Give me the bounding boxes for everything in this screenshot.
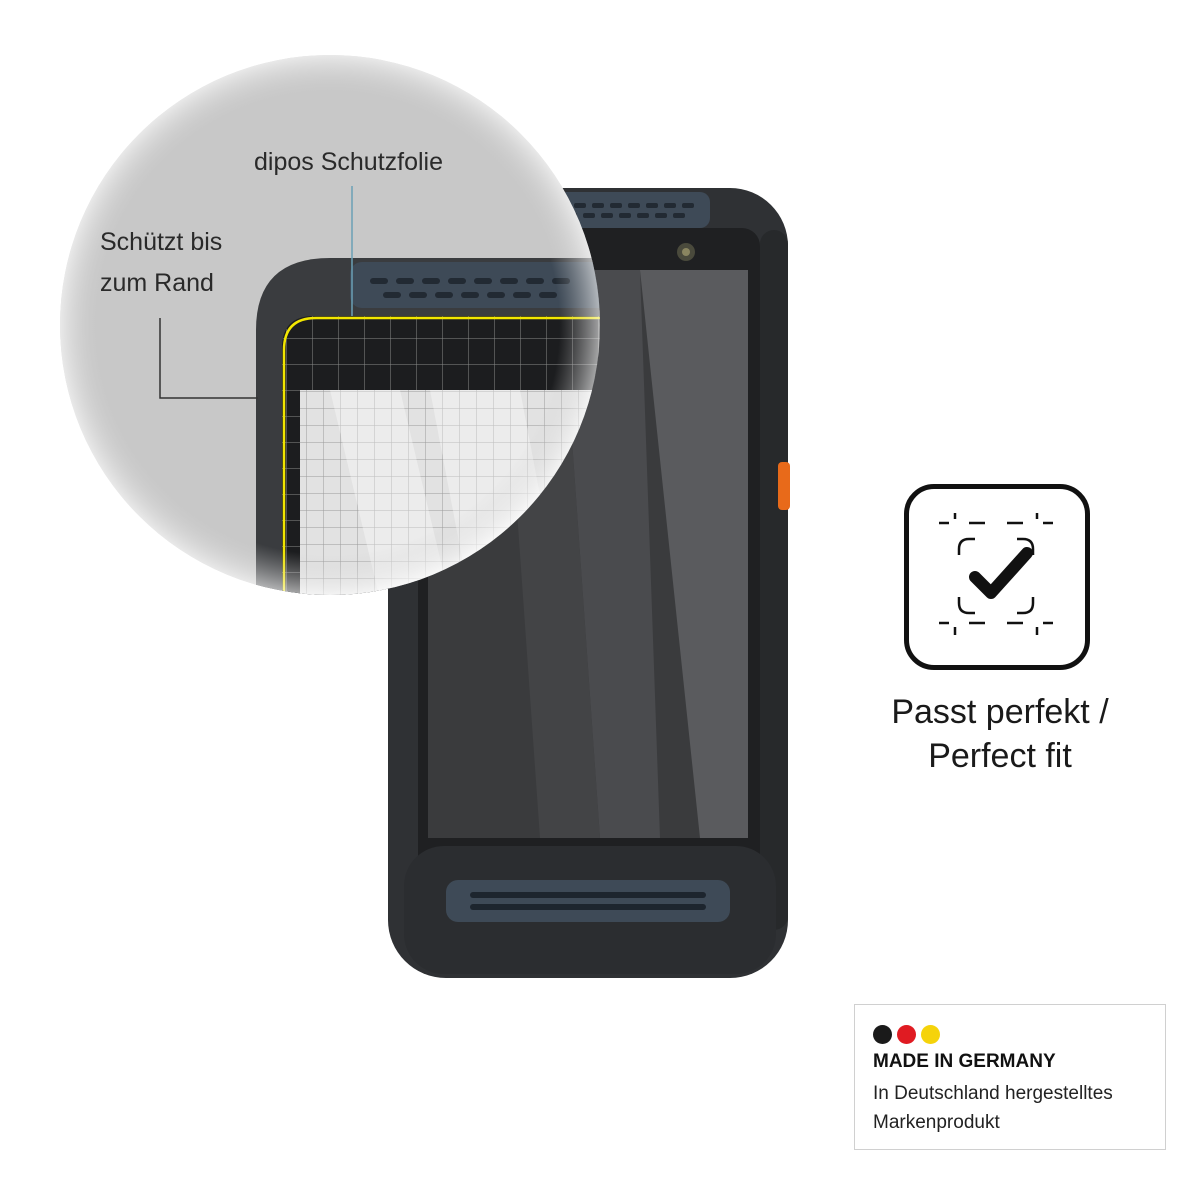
side-button <box>778 462 790 510</box>
perfect-fit-label-line1: Passt perfekt / <box>891 693 1109 731</box>
flag-dot-red <box>897 1025 916 1044</box>
perfect-fit-check-icon <box>939 513 1053 635</box>
flag-dot-black <box>873 1025 892 1044</box>
perfect-fit-badge <box>904 484 1090 670</box>
perfect-fit-label-line2: Perfect fit <box>928 737 1072 775</box>
flag-dot-gold <box>921 1025 940 1044</box>
made-in-germany-badge: MADE IN GERMANY In Deutschland hergestel… <box>854 1004 1166 1150</box>
badge-title: MADE IN GERMANY <box>873 1051 1056 1072</box>
edge-label-line2: zum Rand <box>100 269 214 297</box>
foil-label: dipos Schutzfolie <box>254 148 444 176</box>
edge-label-line1: Schützt bis <box>100 228 223 256</box>
edge-callout-line <box>159 318 258 399</box>
perfect-fit-label: Passt perfekt / Perfect fit <box>840 690 1160 778</box>
badge-subtitle: In Deutschland hergestelltes Markenprodu… <box>873 1083 1113 1133</box>
